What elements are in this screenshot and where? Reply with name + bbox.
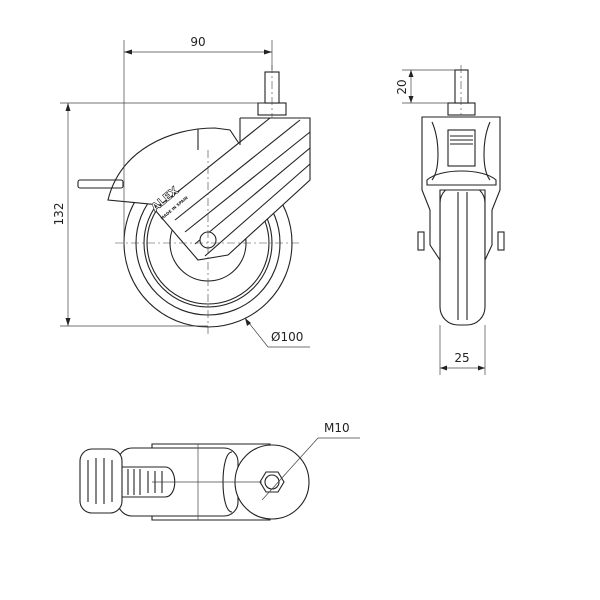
dimension-offset: 90 — [123, 35, 273, 245]
brake-cover — [107, 127, 241, 206]
wheel-front — [439, 184, 486, 326]
dimension-width: 25 — [439, 325, 486, 375]
stem-length-label: 20 — [395, 79, 409, 94]
dimension-thread: M10 — [261, 421, 360, 501]
dimension-height: 132 — [52, 102, 265, 327]
brake-front — [447, 129, 476, 167]
brake-pedal — [77, 179, 124, 189]
offset-label: 90 — [190, 35, 205, 49]
diameter-label: Ø100 — [271, 330, 303, 344]
thread-label: M10 — [324, 421, 350, 435]
width-label: 25 — [454, 351, 469, 365]
dimension-diameter: Ø100 — [244, 317, 310, 348]
front-view — [417, 65, 505, 326]
hex-nut-icon — [259, 471, 285, 493]
height-label: 132 — [52, 203, 66, 226]
stem-front — [454, 69, 469, 104]
dimension-stem: 20 — [395, 69, 455, 104]
brake-pedal-top — [79, 448, 123, 514]
side-view: ALEX MADE IN SPAIN — [77, 65, 311, 335]
top-view — [79, 443, 310, 521]
fork-front — [421, 116, 501, 262]
